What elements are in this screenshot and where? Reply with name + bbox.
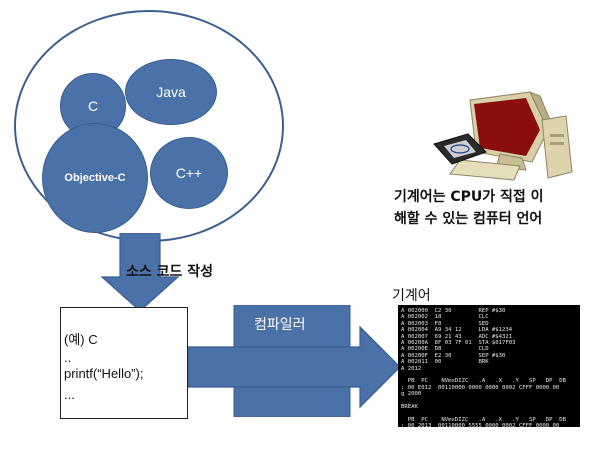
language-label-objective-c: Objective-C bbox=[64, 172, 126, 184]
terminal-line: g 2000 bbox=[401, 391, 422, 398]
language-bubble-objective-c: Objective-C bbox=[42, 123, 148, 233]
language-bubble-cpp: C++ bbox=[150, 137, 228, 209]
language-bubble-java: Java bbox=[125, 59, 217, 125]
terminal-line: A 002000 C2 30 REP #$30 bbox=[401, 308, 506, 314]
code-line-1: (예) C bbox=[64, 332, 98, 347]
terminal-line: A 002002 18 CLC bbox=[401, 314, 489, 321]
terminal-line: A 002007 69 21 43 ADC #$4321 bbox=[401, 333, 513, 340]
compiler-label: 컴파일러 bbox=[254, 317, 306, 333]
terminal-line: PB PC NVmxDIZC .A .X .Y SP DP DB bbox=[401, 378, 567, 385]
right-arrow bbox=[188, 305, 401, 417]
language-label-cpp: C++ bbox=[175, 165, 203, 181]
caption: 기계어는 CPU가 직접 이 해할 수 있는 컴퓨터 언어 bbox=[394, 186, 544, 230]
source-code-label: 소스 코드 작성 bbox=[126, 264, 214, 280]
terminal-line: PB PC NVmxDIZC .A .X .Y SP DP DB bbox=[401, 416, 567, 423]
computer-icon bbox=[433, 91, 573, 181]
terminal-line: ; 00 2013 00110000 5555 0000 0002 CFFF 0… bbox=[401, 423, 560, 427]
caption-line-1: 기계어는 CPU가 직접 이 bbox=[394, 189, 544, 205]
code-line-4: ... bbox=[64, 387, 75, 402]
machine-code-label: 기계어 bbox=[392, 288, 431, 304]
terminal-line: A 00200F E2 30 SEP #$30 bbox=[401, 352, 506, 359]
language-label-c: C bbox=[87, 98, 99, 114]
terminal-line: A 002003 F8 SED bbox=[401, 320, 489, 327]
terminal-line: BREAK bbox=[401, 404, 418, 411]
down-arrow bbox=[100, 233, 180, 312]
caption-line-2: 해할 수 있는 컴퓨터 언어 bbox=[394, 211, 543, 227]
language-cluster-circle: C Java Objective-C C++ bbox=[14, 10, 284, 242]
terminal-line: A 00200A 8F 03 7F 01 STA $017F03 bbox=[401, 340, 516, 347]
code-example-box bbox=[60, 307, 188, 419]
language-label-java: Java bbox=[156, 84, 186, 100]
terminal-line: A 00200E D8 CLD bbox=[401, 346, 489, 353]
terminal-line: A 002011 00 BRK bbox=[401, 359, 489, 366]
code-line-2: .. bbox=[64, 350, 72, 365]
terminal-line: A 002004 A9 34 12 LDA #$1234 bbox=[401, 327, 513, 334]
terminal-line: A 2012 bbox=[401, 365, 422, 372]
terminal-line: ; 00 E012 00110000 0000 0000 0002 CFFF 0… bbox=[401, 384, 560, 391]
code-line-3: printf(“Hello”); bbox=[64, 366, 144, 381]
